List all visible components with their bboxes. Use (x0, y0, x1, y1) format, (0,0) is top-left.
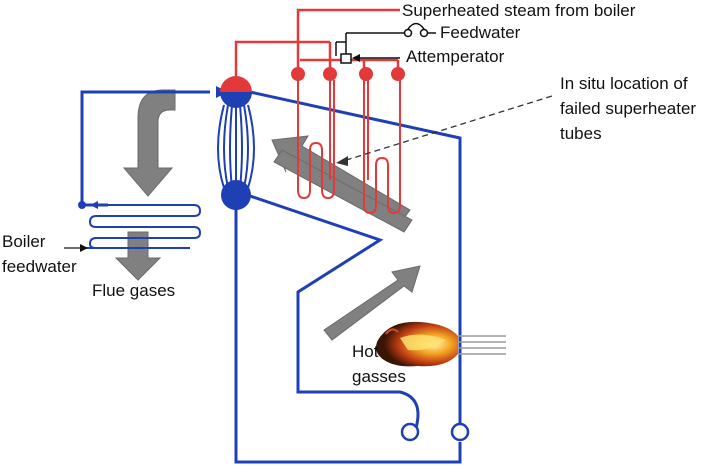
flame-icon (376, 321, 458, 367)
boiler-casing-left (249, 194, 420, 432)
label-attemperator: Attemperator (406, 47, 505, 66)
superheater-loops (297, 80, 401, 215)
boiler-feed-arrowhead (80, 244, 88, 252)
steam-circuit (234, 8, 400, 76)
label-failed-tubes-3: tubes (560, 124, 602, 143)
mud-drum (221, 180, 251, 210)
attemperator-assembly (335, 32, 406, 64)
furnace-gas-arrow (323, 265, 421, 341)
economizer-coil (84, 204, 202, 249)
lower-header-left (400, 422, 420, 442)
label-failed-tubes-1: In situ location of (560, 74, 688, 93)
bent-flue-arrow (122, 89, 176, 197)
label-failed-tubes-2: failed superheater (560, 99, 696, 118)
steam-drum-top (220, 76, 252, 92)
flue-gas-outlet-arrow (114, 231, 162, 281)
attemperator-arrowhead (352, 54, 360, 62)
label-boiler-feedwater-1: Boiler (2, 232, 46, 251)
main-steam-line (296, 8, 400, 74)
feedwater-arrowhead (90, 201, 98, 209)
label-superheated-steam: Superheated steam from boiler (402, 1, 636, 20)
steam-drum-bottom (220, 92, 252, 108)
label-feedwater: Feedwater (440, 23, 521, 42)
boiler-casing (249, 90, 462, 440)
generating-tube-bank (217, 104, 255, 189)
label-boiler-feedwater-2: feedwater (2, 257, 77, 276)
feedwater-valve-icon (403, 22, 436, 38)
drum-feed-line (80, 90, 210, 205)
label-hot-gasses-2: gasses (352, 367, 406, 386)
water-circuit (80, 90, 462, 464)
burner-nozzle (458, 335, 506, 355)
feed-junction (78, 201, 86, 209)
lower-header-right (450, 422, 470, 442)
failed-tubes-pointer (339, 95, 553, 163)
downcomer (234, 204, 462, 464)
superheater-headers (291, 67, 405, 81)
label-flue-gases: Flue gases (92, 281, 175, 300)
label-hot-gasses-1: Hot (352, 342, 379, 361)
attemperator-box (340, 53, 352, 64)
